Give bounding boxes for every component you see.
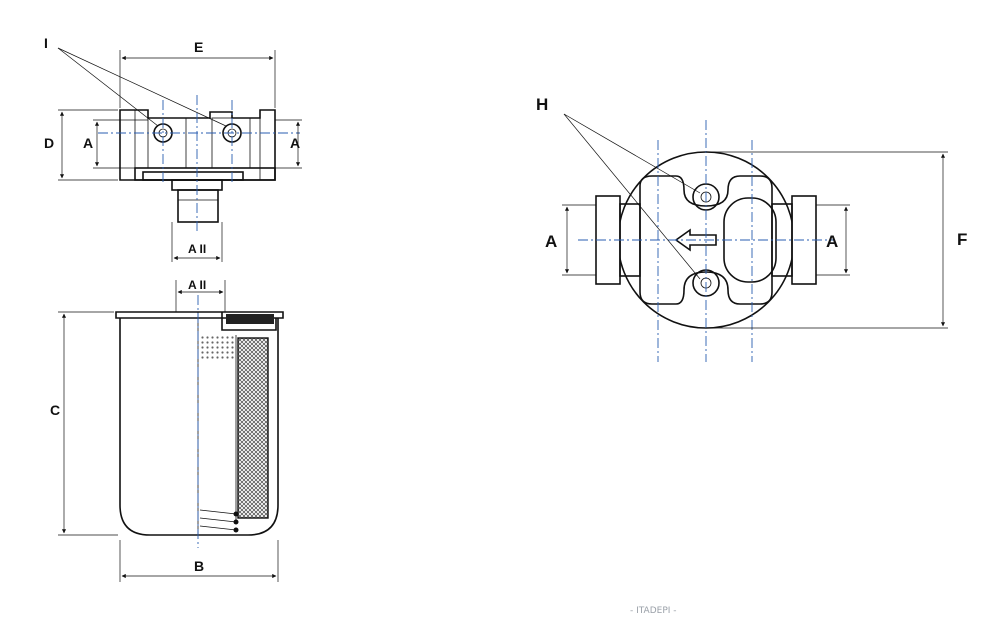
label-F: F: [957, 230, 967, 249]
label-D: D: [44, 135, 54, 151]
cartridge-section: [115, 295, 284, 548]
label-A-II-cartridge: A II: [188, 278, 206, 292]
label-A-right: A: [290, 135, 300, 151]
watermark: - ITADEPI -: [630, 606, 677, 616]
label-A-side-right: A: [826, 232, 838, 251]
head-front-view: [98, 95, 300, 232]
label-I: I: [44, 35, 48, 51]
label-B: B: [194, 558, 204, 574]
head-dimensions: [57, 47, 302, 262]
label-C: C: [50, 402, 60, 418]
top-view-dimensions: [562, 113, 948, 329]
cartridge-dimensions: [58, 280, 279, 582]
label-H: H: [536, 95, 548, 114]
label-A-side-left: A: [545, 232, 557, 251]
label-A-II-head: A II: [188, 242, 206, 256]
label-A-left: A: [83, 135, 93, 151]
label-E: E: [194, 39, 203, 55]
head-top-view: [578, 120, 835, 362]
